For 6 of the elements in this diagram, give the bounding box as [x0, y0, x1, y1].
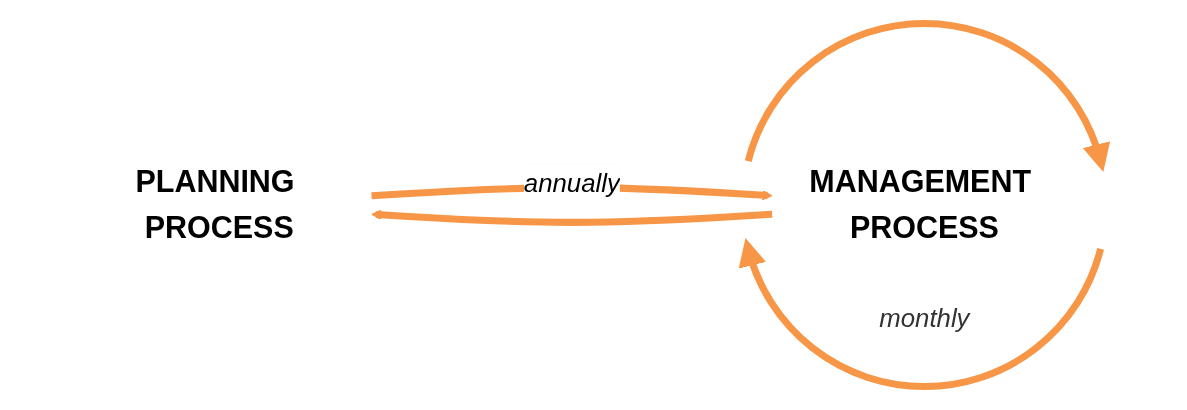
arrow: [371, 209, 773, 226]
arrow: [739, 238, 1104, 390]
node-text: MANAGEMENT PROCESS: [809, 164, 1031, 245]
arrow: [744, 20, 1109, 172]
edge-label: monthly: [879, 303, 970, 332]
node-text: PLANNING PROCESS: [135, 164, 295, 245]
